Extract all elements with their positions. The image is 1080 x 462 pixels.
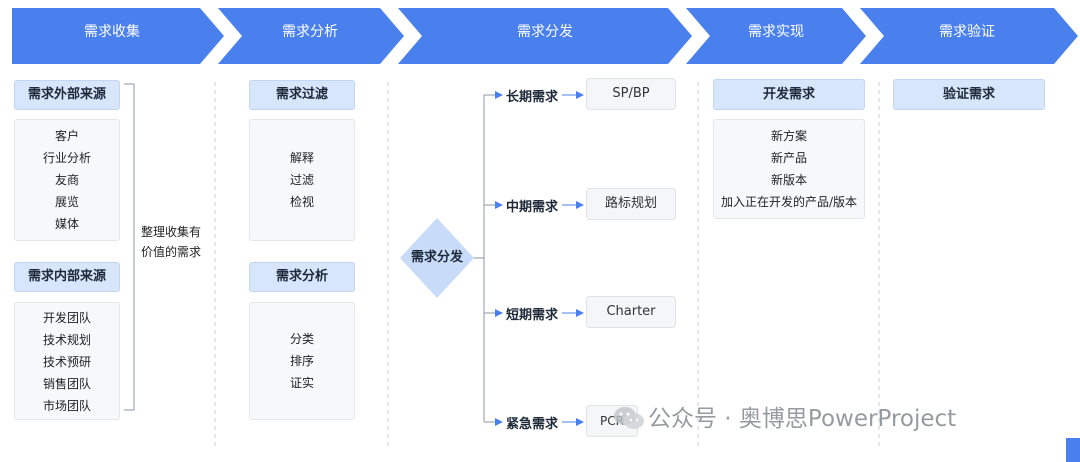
arrow-head <box>495 309 503 317</box>
list-item: 开发团队 <box>42 311 91 325</box>
stage-header <box>12 8 1078 64</box>
list-item: 行业分析 <box>42 151 91 165</box>
category-short: 短期需求 <box>506 308 559 323</box>
list-item: 展览 <box>54 195 79 209</box>
stage-label-collect: 需求收集 <box>84 24 140 40</box>
implement-title: 开发需求 <box>713 79 865 110</box>
internal-source-list: 开发团队 技术规划 技术预研 销售团队 市场团队 <box>14 302 120 420</box>
list-item: 新方案 <box>770 129 807 143</box>
list-item: 加入正在开发的产品/版本 <box>720 195 858 209</box>
arrow-head <box>576 309 584 317</box>
collect-note-line: 价值的需求 <box>141 245 202 259</box>
collect-note: 整理收集有 价值的需求 <box>141 222 213 262</box>
output-roadmap: 路标规划 <box>586 188 676 220</box>
category-mid: 中期需求 <box>506 200 559 215</box>
stage-chevron-collect <box>12 8 224 64</box>
arrow-head <box>576 418 584 426</box>
hub-label: 需求分发 <box>410 250 463 265</box>
watermark-text: 公众号 · 奥博思PowerProject <box>648 406 957 432</box>
list-item: 新版本 <box>770 173 807 187</box>
analysis-title: 需求分析 <box>249 262 355 292</box>
stage-label-implement: 需求实现 <box>748 24 804 40</box>
implement-list: 新方案 新产品 新版本 加入正在开发的产品/版本 <box>713 119 865 219</box>
wechat-icon <box>612 404 646 432</box>
stage-label-distribute: 需求分发 <box>517 24 573 40</box>
list-item: 证实 <box>289 376 314 390</box>
list-item: 友商 <box>54 173 79 187</box>
list-item: 技术规划 <box>42 333 91 347</box>
analysis-list: 分类 排序 证实 <box>249 302 355 420</box>
list-item: 排序 <box>289 354 314 368</box>
arrow-head <box>576 91 584 99</box>
collect-bracket <box>124 83 135 411</box>
stage-chevron-implement <box>686 8 866 64</box>
list-item: 媒体 <box>54 217 79 231</box>
stage-chevron-verify <box>860 8 1078 64</box>
external-source-title: 需求外部来源 <box>14 80 120 110</box>
category-long: 长期需求 <box>506 90 559 105</box>
collect-note-line: 整理收集有 <box>141 225 202 239</box>
corner-marker <box>1066 438 1080 462</box>
category-urgent: 紧急需求 <box>506 417 559 432</box>
list-item: 过滤 <box>289 173 314 187</box>
output-charter: Charter <box>586 296 676 328</box>
list-item: 市场团队 <box>42 399 91 413</box>
filter-title: 需求过滤 <box>249 80 355 110</box>
list-item: 销售团队 <box>42 377 91 391</box>
internal-source-title: 需求内部来源 <box>14 262 120 292</box>
arrow-head <box>495 91 503 99</box>
arrow-head <box>495 418 503 426</box>
output-sp-bp: SP/BP <box>586 78 676 110</box>
stage-chevron-distribute <box>398 8 692 64</box>
list-item: 检视 <box>289 195 314 209</box>
list-item: 分类 <box>289 332 314 346</box>
verify-title: 验证需求 <box>893 79 1045 110</box>
list-item: 客户 <box>54 129 79 143</box>
external-source-list: 客户 行业分析 友商 展览 媒体 <box>14 119 120 241</box>
list-item: 解释 <box>289 151 314 165</box>
arrow-head <box>495 201 503 209</box>
stage-label-analyze: 需求分析 <box>282 24 338 40</box>
arrow-head <box>576 201 584 209</box>
filter-list: 解释 过滤 检视 <box>249 119 355 241</box>
list-item: 新产品 <box>770 151 807 165</box>
stage-chevron-analyze <box>218 8 404 64</box>
stage-label-verify: 需求验证 <box>939 24 995 40</box>
hub-diamond <box>400 218 474 298</box>
list-item: 技术预研 <box>42 355 91 369</box>
